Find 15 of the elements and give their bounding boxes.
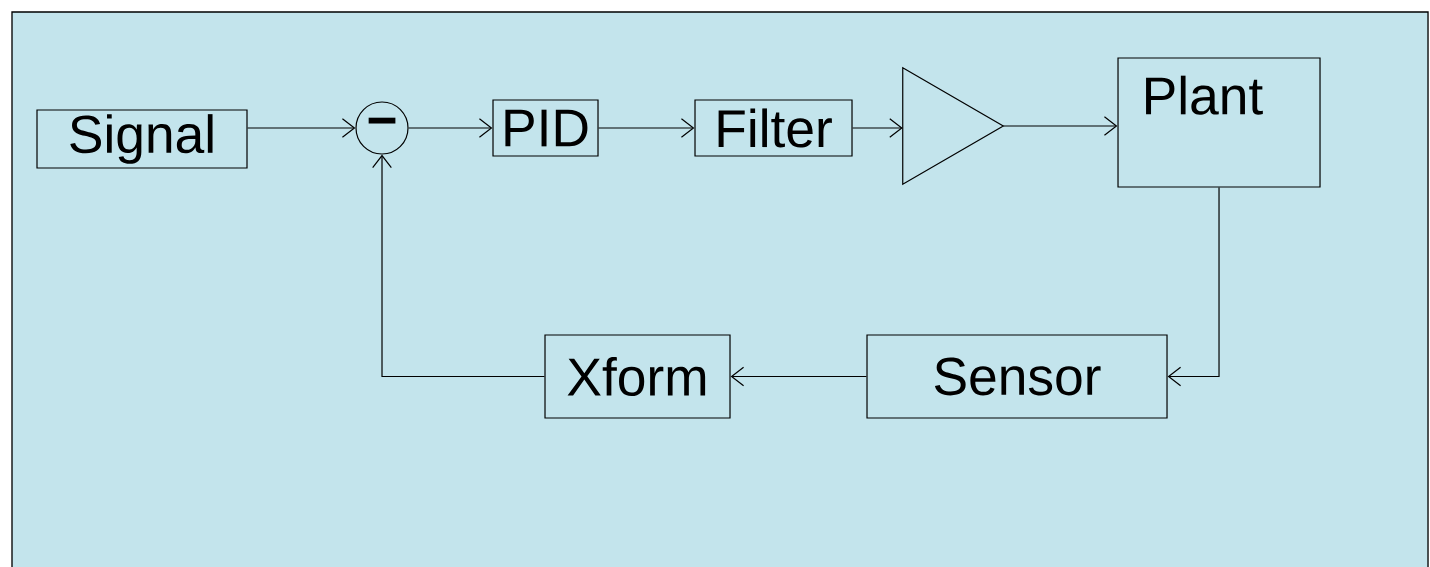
arrow xyxy=(730,366,867,387)
process-box: Sensor xyxy=(866,334,1168,419)
arrow xyxy=(1002,116,1118,136)
process-box: Plant xyxy=(1117,57,1321,188)
process-box: Xform xyxy=(544,334,731,419)
arrow xyxy=(1167,187,1220,387)
arrow xyxy=(852,118,903,138)
summing-junction: − xyxy=(355,101,409,155)
arrow xyxy=(372,154,545,378)
arrow xyxy=(247,118,356,138)
signal-box: Signal xyxy=(36,109,248,169)
arrow xyxy=(598,118,695,138)
process-box: Filter xyxy=(694,99,853,157)
process-box: PID xyxy=(492,99,599,157)
arrow xyxy=(408,118,493,138)
